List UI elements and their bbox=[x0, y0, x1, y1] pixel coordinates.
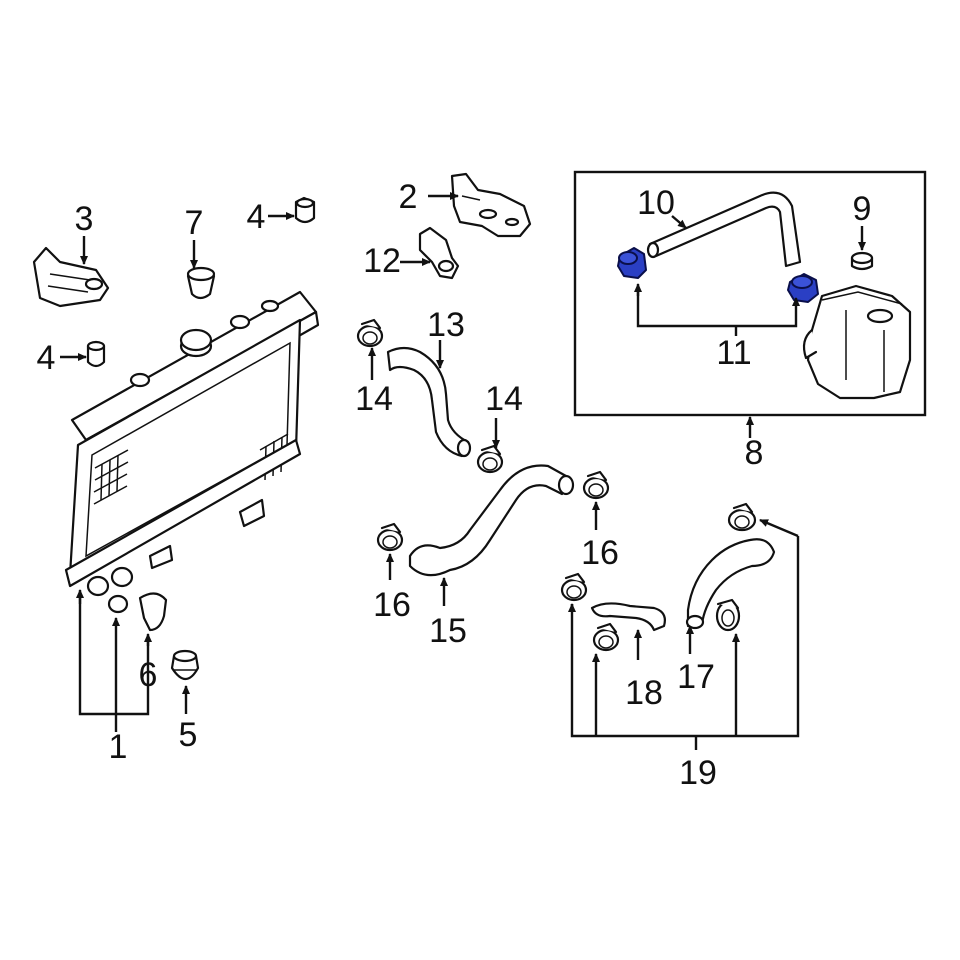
callout-18: 18 bbox=[625, 674, 663, 712]
callout-16-left: 16 bbox=[373, 586, 411, 624]
overflow-hose-10 bbox=[646, 191, 802, 268]
callout-3: 3 bbox=[75, 200, 94, 238]
shroud-bracket-3 bbox=[32, 246, 110, 308]
leader-lines bbox=[60, 192, 866, 750]
callout-16-right: 16 bbox=[581, 534, 619, 572]
callout-labels: 2 3 4 4 7 12 13 14 14 16 16 15 10 9 11 8… bbox=[37, 178, 872, 792]
hose-clamp-11-left bbox=[617, 247, 647, 279]
callout-2: 2 bbox=[399, 178, 418, 216]
upper-hose-13 bbox=[386, 346, 472, 458]
callout-8: 8 bbox=[745, 434, 764, 472]
callout-15: 15 bbox=[429, 612, 467, 650]
callout-7: 7 bbox=[185, 204, 204, 242]
clamp-19-b bbox=[592, 622, 620, 652]
callout-5: 5 bbox=[179, 716, 198, 754]
callout-10: 10 bbox=[637, 184, 675, 222]
radiator bbox=[64, 290, 320, 597]
small-hose-18 bbox=[590, 602, 666, 632]
callout-4-lower: 4 bbox=[37, 339, 56, 377]
clamp-16-left bbox=[376, 522, 404, 552]
lower-hose-15 bbox=[408, 464, 575, 577]
callout-6: 6 bbox=[139, 656, 158, 694]
clamp-16-right bbox=[582, 470, 610, 500]
rubber-mount-4-lower bbox=[86, 340, 106, 368]
callout-17: 17 bbox=[677, 658, 715, 696]
callout-14-left: 14 bbox=[355, 380, 393, 418]
clamp-14-left bbox=[356, 318, 384, 348]
callout-19: 19 bbox=[679, 754, 717, 792]
reservoir-group-box bbox=[573, 170, 927, 417]
callout-14-right: 14 bbox=[485, 380, 523, 418]
callout-12: 12 bbox=[363, 242, 401, 280]
callout-4-upper: 4 bbox=[247, 198, 266, 236]
clamp-19-c bbox=[727, 502, 757, 532]
callout-11: 11 bbox=[716, 334, 751, 372]
callout-9: 9 bbox=[853, 190, 872, 228]
drain-plug-6 bbox=[107, 592, 168, 632]
clamp-19-d bbox=[715, 598, 741, 632]
reservoir-tank bbox=[802, 284, 912, 400]
bracket-12 bbox=[418, 226, 460, 280]
reservoir-cap-9 bbox=[850, 251, 874, 271]
clamp-14-right bbox=[476, 444, 504, 474]
mount-bushing-5 bbox=[170, 649, 200, 681]
clamp-19-a bbox=[560, 572, 588, 602]
rubber-mount-4-upper bbox=[294, 196, 316, 224]
bracket-2 bbox=[450, 172, 532, 238]
callout-1: 1 bbox=[109, 728, 128, 766]
grommet-7 bbox=[186, 266, 216, 300]
callout-13: 13 bbox=[427, 306, 465, 344]
hose-clamp-11-right bbox=[787, 273, 819, 303]
